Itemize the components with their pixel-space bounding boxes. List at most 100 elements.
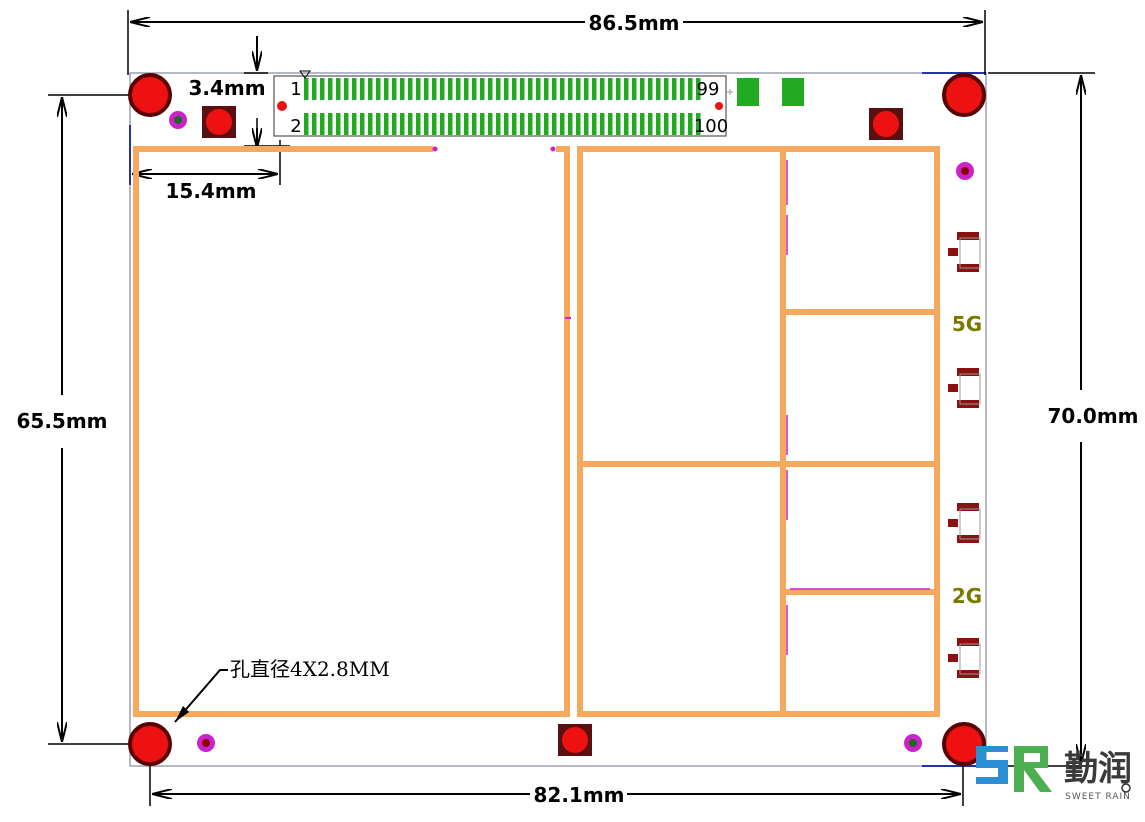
square-pad xyxy=(869,108,903,140)
connector-pin xyxy=(416,78,421,100)
dim-connector-offset: 3.4mm xyxy=(188,36,290,148)
pin-label-1: 1 xyxy=(290,79,301,100)
hole-note: 孔直径4X2.8MM xyxy=(174,657,390,723)
connector-pin xyxy=(544,78,549,100)
connector-pin xyxy=(440,113,445,135)
connector-pin xyxy=(688,78,693,100)
connector-pin xyxy=(608,78,613,100)
connector-pin xyxy=(688,113,693,135)
connector-pin xyxy=(448,113,453,135)
connector-pin xyxy=(640,113,645,135)
connector-pin xyxy=(528,113,533,135)
connector-pin xyxy=(560,78,565,100)
connector-pin xyxy=(448,78,453,100)
mounting-hole xyxy=(942,73,986,117)
dim-connector-left: 15.4mm xyxy=(132,140,281,203)
connector-pin xyxy=(432,113,437,135)
board-outline xyxy=(129,72,987,767)
connector-pin xyxy=(376,78,381,100)
connector-pin xyxy=(472,113,477,135)
smd-component xyxy=(727,78,804,106)
connector-pin xyxy=(576,78,581,100)
connector-pin xyxy=(568,78,573,100)
connector-pin xyxy=(328,78,333,100)
dim-label-right: 70.0mm xyxy=(1047,404,1138,428)
pin1-marker-icon xyxy=(299,70,311,79)
connector-pin xyxy=(352,113,357,135)
connector-pin xyxy=(424,78,429,100)
connector-pin xyxy=(552,78,557,100)
shield-outline xyxy=(133,146,940,717)
hole-note-text: 孔直径4X2.8MM xyxy=(230,657,390,681)
connector-pin xyxy=(568,113,573,135)
via xyxy=(904,734,922,752)
connector-pin xyxy=(360,78,365,100)
connector-pin xyxy=(648,113,653,135)
connector-pin xyxy=(480,78,485,100)
connector-pin xyxy=(472,78,477,100)
dim-label-connector-left: 15.4mm xyxy=(165,179,256,203)
connector-pin xyxy=(584,78,589,100)
dim-label-top: 86.5mm xyxy=(588,11,679,35)
connector-pin xyxy=(480,113,485,135)
connector-pin xyxy=(400,78,405,100)
square-pad xyxy=(558,724,592,756)
connector-pin xyxy=(608,113,613,135)
dim-label-bottom: 82.1mm xyxy=(533,783,624,807)
connector-pin xyxy=(624,78,629,100)
connector-pin xyxy=(672,113,677,135)
connector-pin xyxy=(656,113,661,135)
connector-pin xyxy=(360,113,365,135)
connector-pin xyxy=(408,78,413,100)
connector-pins-bottom xyxy=(304,113,701,135)
connector-pin xyxy=(592,113,597,135)
connector-pin xyxy=(376,113,381,135)
connector-pin xyxy=(424,113,429,135)
connector-pin xyxy=(664,78,669,100)
connector-pin xyxy=(336,113,341,135)
pin-label-2: 2 xyxy=(290,116,301,137)
connector-pin xyxy=(696,113,701,135)
connector-pin xyxy=(304,113,309,135)
square-pad xyxy=(202,106,236,138)
connector-pin xyxy=(512,113,517,135)
connector-pin xyxy=(392,78,397,100)
connector-pin xyxy=(504,78,509,100)
connector-pin xyxy=(496,78,501,100)
connector-pin xyxy=(312,113,317,135)
connector-pin xyxy=(680,78,685,100)
connector-pin xyxy=(560,113,565,135)
connector-pin xyxy=(528,78,533,100)
mounting-hole xyxy=(128,73,172,117)
connector-pin xyxy=(632,78,637,100)
connector-pin xyxy=(384,78,389,100)
connector-pin xyxy=(696,78,701,100)
connector-pin xyxy=(408,113,413,135)
connector-pin xyxy=(488,113,493,135)
connector-peg xyxy=(277,101,287,111)
connector-pins-top xyxy=(304,78,701,100)
connector-pin xyxy=(552,113,557,135)
connector-pin xyxy=(416,113,421,135)
connector-pin xyxy=(520,78,525,100)
via xyxy=(956,162,974,180)
antenna-connector-j3 xyxy=(948,232,981,272)
connector-pin xyxy=(512,78,517,100)
connector-pin xyxy=(384,113,389,135)
connector-pin xyxy=(632,113,637,135)
connector-pin xyxy=(368,78,373,100)
board-connector: 1 2 99 100 xyxy=(273,70,728,137)
connector-pin xyxy=(456,78,461,100)
mounting-hole xyxy=(128,722,172,766)
connector-pin xyxy=(336,78,341,100)
connector-pin xyxy=(544,113,549,135)
connector-pin xyxy=(320,113,325,135)
dim-label-left: 65.5mm xyxy=(16,409,107,433)
connector-pin xyxy=(344,113,349,135)
connector-pin xyxy=(656,78,661,100)
band-label-5g: 5G xyxy=(952,312,982,336)
connector-pin xyxy=(600,78,605,100)
logo-name-en: SWEET RAIN xyxy=(1065,792,1131,802)
connector-pin xyxy=(600,113,605,135)
trace-marks xyxy=(432,146,930,655)
